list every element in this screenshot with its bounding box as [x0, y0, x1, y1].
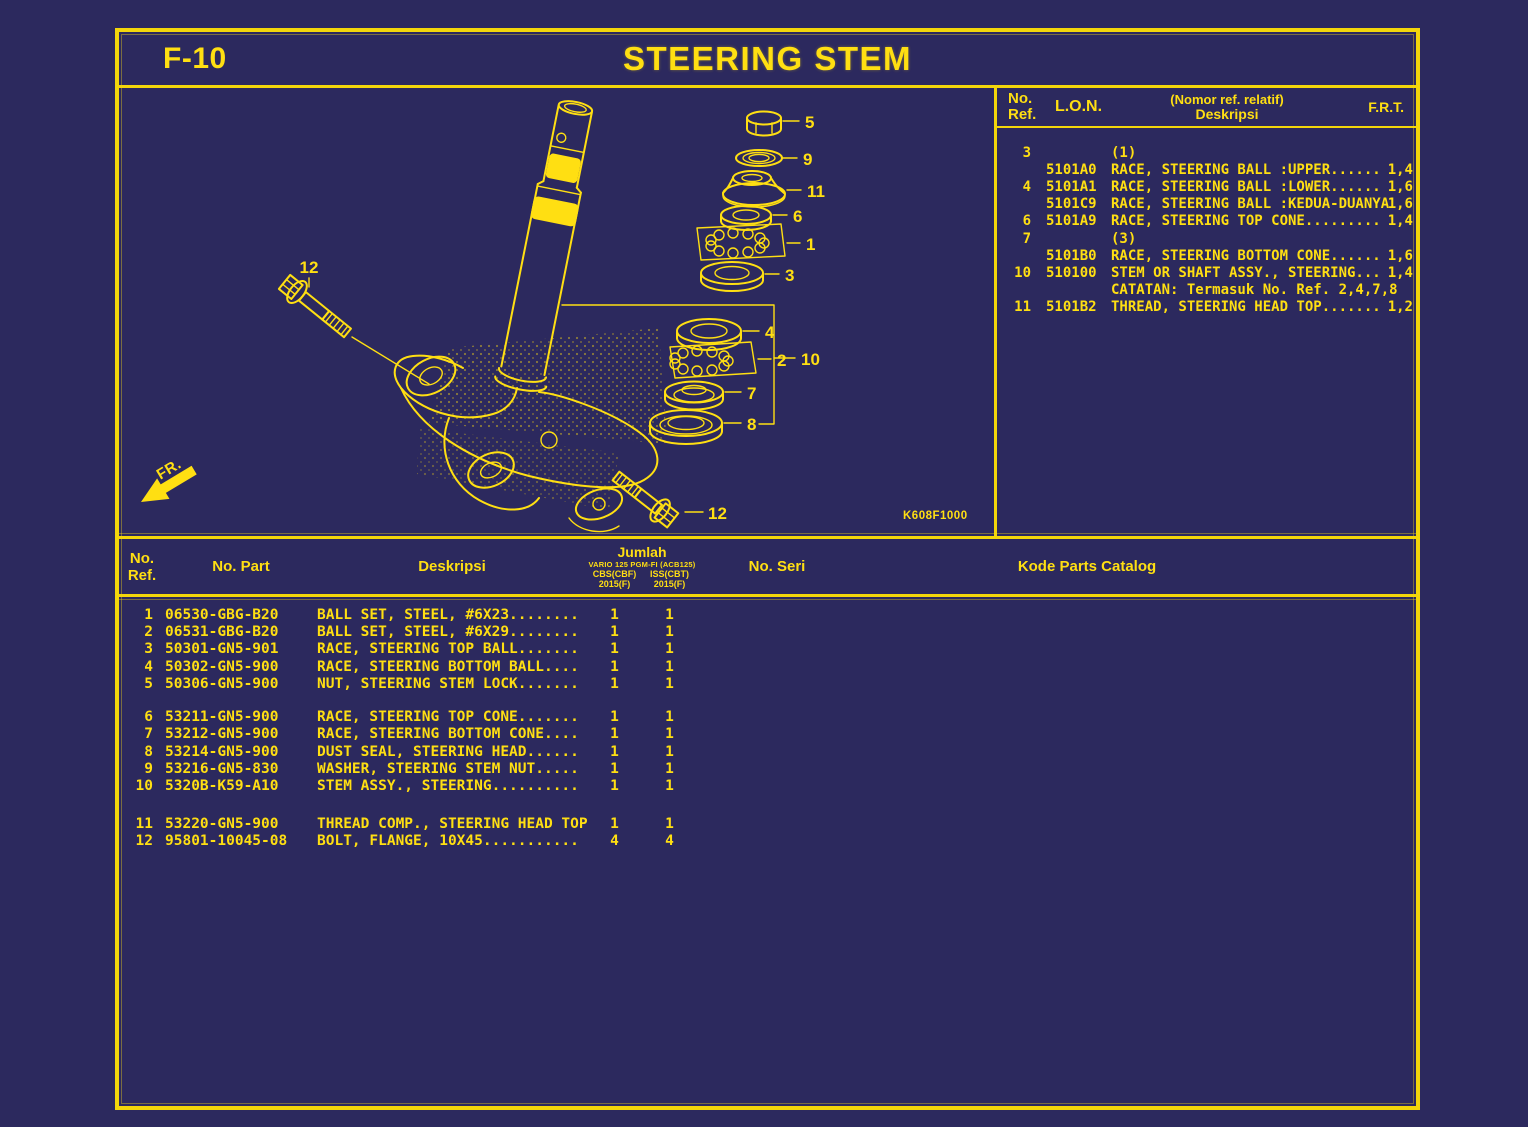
callout-8: 8 — [747, 415, 756, 434]
callout-7: 7 — [747, 384, 756, 403]
ref-header-frt: F.R.T. — [1368, 99, 1404, 115]
part-9-washer — [735, 149, 783, 167]
catalog-page-frame: F-10 STEERING STEM — [115, 28, 1420, 1110]
parts-header-kode-catalog: Kode Parts Catalog — [1017, 558, 1157, 575]
title-bar: F-10 STEERING STEM — [119, 32, 1416, 88]
page-title: STEERING STEM — [622, 40, 913, 77]
part-11-thread-top — [722, 170, 786, 208]
jumlah-col1-name: CBS(CBF) — [592, 568, 637, 579]
callout-labels: 5 9 11 6 1 3 4 2 7 8 10 12 12 — [300, 113, 825, 523]
callout-3: 3 — [785, 266, 794, 285]
parts-header-jumlah: Jumlah VARIO 125 PGM-FI (ACB125) CBS(CBF… — [588, 543, 696, 589]
ref-table-row: 3(1) — [1022, 144, 1137, 161]
exploded-diagram: 5 9 11 6 1 3 4 2 7 8 10 12 12 F — [141, 100, 968, 533]
part-8-dust-seal — [649, 409, 723, 445]
callout-9: 9 — [803, 150, 812, 169]
callout-12-bottom: 12 — [708, 504, 727, 523]
parts-table-header: No. Ref. No. Part Deskripsi Jumlah VARIO… — [119, 533, 1416, 600]
callout-6: 6 — [793, 207, 802, 226]
page-code: F-10 — [163, 42, 227, 75]
halftone-spray — [417, 328, 667, 510]
callout-1: 1 — [806, 235, 815, 254]
reference-table-header: No. Ref. L.O.N. (Nomor ref. relatif) Des… — [997, 88, 1416, 128]
part-5-lock-nut — [746, 110, 782, 137]
callout-10: 10 — [801, 350, 820, 369]
parts-header-no-seri: No. Seri — [748, 558, 806, 575]
part-7-bottom-cone-race — [664, 380, 724, 411]
callout-4: 4 — [765, 323, 775, 342]
parts-header-no-part: No. Part — [212, 558, 270, 575]
part-1-ball-set — [696, 223, 786, 261]
bolt-12-bottom — [611, 470, 680, 529]
parts-header-no-ref: No. Ref. — [127, 549, 157, 584]
callout-12-top: 12 — [300, 258, 319, 277]
callout-5: 5 — [805, 113, 814, 132]
callout-lines — [684, 120, 802, 513]
ref-header-lon: L.O.N. — [1054, 98, 1103, 115]
ref-table-row-note: CATATAN: Termasuk No. Ref. 2,4,7,8 — [1111, 282, 1398, 299]
callout-11: 11 — [807, 182, 825, 201]
bottom-bracket — [393, 354, 659, 533]
ref-table-row: 7(3) — [1022, 230, 1137, 247]
part-2-ball-set — [669, 341, 757, 379]
ref-header-deskripsi: (Nomor ref. relatif) Deskripsi — [1170, 92, 1284, 122]
diagram-code: K608F1000 — [903, 510, 968, 522]
jumlah-col2-year: 2015(F) — [653, 578, 686, 589]
parts-header-deskripsi: Deskripsi — [418, 558, 486, 575]
reference-panel: No. Ref. L.O.N. (Nomor ref. relatif) Des… — [994, 88, 1416, 536]
ref-header-no-ref: No. Ref. — [1008, 90, 1037, 123]
steering-stem-tube — [494, 100, 594, 392]
jumlah-col1-year: 2015(F) — [598, 578, 631, 589]
callout-2: 2 — [777, 351, 786, 370]
part-3-top-ball-race — [700, 261, 764, 292]
bolt-12-top — [277, 273, 430, 385]
jumlah-col2-name: ISS(CBT) — [650, 568, 689, 579]
fr-direction-arrow: FR. — [141, 455, 197, 502]
group-10-bracket — [561, 304, 796, 425]
diagram-panel: 5 9 11 6 1 3 4 2 7 8 10 12 12 F — [119, 88, 994, 536]
